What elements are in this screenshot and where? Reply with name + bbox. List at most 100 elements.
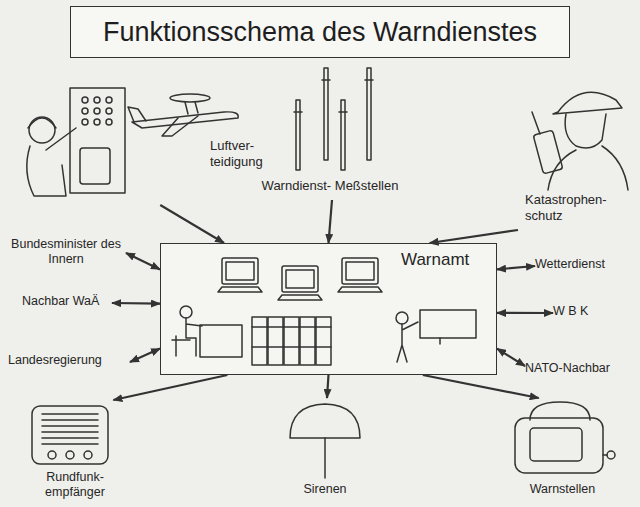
warning-device xyxy=(515,402,615,473)
flow-arrow xyxy=(327,375,329,398)
monitor xyxy=(278,266,322,300)
siren-part xyxy=(324,438,326,478)
monitor xyxy=(218,258,262,292)
output-label: Warnstellen xyxy=(500,398,629,502)
equipment-cabinets xyxy=(252,317,331,365)
radar-operator-part xyxy=(94,119,100,125)
monitor-part xyxy=(278,295,322,300)
equipment-cabinets-part xyxy=(252,327,331,347)
presenter-with-board-part xyxy=(396,312,408,324)
measuring-poles xyxy=(294,68,373,170)
radar-operator-part xyxy=(70,88,125,193)
node-text: Bundesminister des Innern xyxy=(10,237,122,267)
title-text: Funktionsschema des Warndienstes xyxy=(103,17,537,48)
partner-label: Wetterdienst xyxy=(535,256,627,276)
radio-receiver-part xyxy=(66,451,74,459)
monitor-part xyxy=(286,270,314,288)
aircraft xyxy=(128,94,238,136)
radio-receiver-part xyxy=(84,451,92,459)
aircraft-part xyxy=(170,94,210,102)
partner-label: Nachbar WaÄ xyxy=(22,293,112,313)
equipment-cabinets-part xyxy=(316,317,331,365)
flow-arrow xyxy=(130,349,160,362)
warning-device-part xyxy=(515,418,603,473)
monitor-part xyxy=(338,287,382,292)
node-text: Warnamt xyxy=(401,250,469,270)
desk-operator xyxy=(172,306,242,357)
radio-receiver xyxy=(32,406,108,464)
radar-operator-part xyxy=(106,97,112,103)
aircraft-part xyxy=(162,116,198,136)
equipment-cabinets-part xyxy=(252,317,267,365)
flow-arrow xyxy=(423,375,539,398)
rescue-worker-part xyxy=(565,114,606,148)
radar-operator-part xyxy=(106,119,112,125)
warning-device-part xyxy=(530,428,582,461)
radar-operator-part xyxy=(29,117,55,143)
siren-part xyxy=(290,404,360,438)
equipment-cabinets-part xyxy=(284,317,299,365)
flow-arrow xyxy=(497,266,535,269)
warning-device-part xyxy=(607,451,615,459)
desk-operator-part xyxy=(186,318,202,356)
rescue-worker-part xyxy=(532,112,540,134)
rescue-worker xyxy=(532,92,628,190)
flow-arrow xyxy=(160,205,224,243)
node-text: Wetterdienst xyxy=(535,257,605,272)
equipment-cabinets-part xyxy=(300,317,315,365)
monitor-part xyxy=(282,266,318,292)
output-label: Rundfunk- empfänger xyxy=(25,400,129,504)
flow-arrow xyxy=(497,349,525,366)
desk-operator-part xyxy=(180,306,192,318)
radar-operator xyxy=(27,88,125,196)
title-box: Funktionsschema des Warndienstes xyxy=(70,6,570,58)
monitor-part xyxy=(342,258,378,284)
measuring-poles-part xyxy=(367,68,371,160)
presenter-with-board-part xyxy=(397,322,418,362)
measuring-poles-part xyxy=(341,100,345,170)
radar-operator-part xyxy=(27,146,66,196)
desk-operator-part xyxy=(172,336,190,356)
partner-label: NATO-Nachbar xyxy=(525,360,631,380)
radar-operator-part xyxy=(106,108,112,114)
flow-arrow xyxy=(113,375,227,400)
node-text: Landesregierung xyxy=(8,353,102,368)
partner-label: W B K xyxy=(553,303,613,323)
radar-operator-part xyxy=(82,97,88,103)
monitor-part xyxy=(222,258,258,284)
rescue-worker-part xyxy=(553,92,622,114)
monitor-part xyxy=(226,262,254,280)
radar-operator-part xyxy=(82,119,88,125)
warnamt-ground xyxy=(160,243,497,375)
flow-arrow xyxy=(329,200,333,243)
monitor-part xyxy=(346,262,374,280)
measuring-poles-part xyxy=(324,68,328,160)
siren xyxy=(290,404,360,478)
equipment-cabinets-part xyxy=(268,317,283,365)
presenter-with-board-part xyxy=(439,338,441,344)
flow-arrow xyxy=(112,302,160,305)
radar-operator-part xyxy=(82,108,88,114)
node-text: Luftver- teidigung xyxy=(210,138,280,169)
presenter-with-board-part xyxy=(420,310,476,338)
desk-operator-part xyxy=(200,325,242,357)
source-label: Luftver- teidigung xyxy=(15,80,284,205)
node-text: NATO-Nachbar xyxy=(525,361,610,376)
output-label: Sirenen xyxy=(285,398,369,502)
radar-operator-part xyxy=(46,128,76,150)
node-text: W B K xyxy=(553,304,588,319)
rescue-worker-part xyxy=(548,146,628,190)
node-text: Warnstellen xyxy=(500,482,625,497)
node-text: Nachbar WaÄ xyxy=(22,294,99,309)
node-text: Sirenen xyxy=(285,482,365,497)
node-text: Katastrophen- schutz xyxy=(525,192,630,223)
source-label: Katastrophen- schutz xyxy=(505,80,635,230)
source-label: Warndienst- Meßstellen xyxy=(235,60,429,200)
aircraft-part xyxy=(128,107,146,122)
office-box: Warnamt xyxy=(160,243,497,375)
rescue-worker-part xyxy=(533,130,563,174)
